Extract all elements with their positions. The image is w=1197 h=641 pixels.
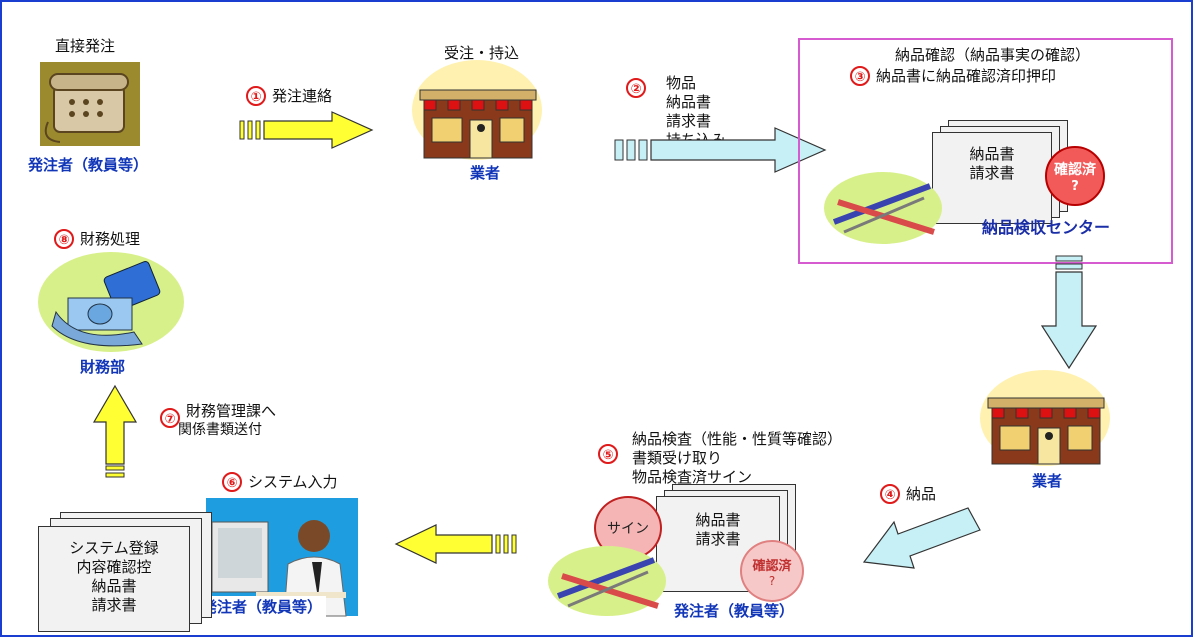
- step-8-text: 財務処理: [80, 229, 141, 248]
- step-7-label: ⑦ 財務管理課へ 関係書類送付: [160, 402, 276, 440]
- step-2-number: ②: [626, 78, 646, 98]
- finance-dept-label: 財務部: [80, 358, 126, 376]
- arrow-3-down-icon: [1040, 255, 1098, 370]
- step-7-number: ⑦: [160, 408, 180, 428]
- step-4-text: 納品: [906, 484, 937, 503]
- left-doc-line: 内容確認控: [76, 558, 152, 576]
- pencils-icon: [548, 546, 666, 616]
- orderer-pc-label: 発注者（教員等）: [198, 596, 327, 617]
- step-2-item: 請求書: [666, 112, 712, 130]
- arrow-7-up-icon: [92, 384, 138, 478]
- confirmed-stamp-mark: ?: [1071, 178, 1079, 194]
- step-6-text: システム入力: [248, 472, 338, 491]
- arrow-4-icon: [862, 507, 981, 569]
- step-7-lines: 財務管理課へ 関係書類送付: [178, 402, 277, 440]
- step-7-line: 関係書類送付: [178, 422, 262, 438]
- orderer-bottom-label: 発注者（教員等）: [674, 602, 795, 620]
- step-6-number: ⑥: [222, 472, 242, 492]
- step-5-label: ⑤ 納品検査（性能・性質等確認） 書類受け取り 物品検査済サイン: [598, 430, 842, 487]
- money-hand-icon: [38, 252, 184, 352]
- confirmed-stamp-text: 確認済: [752, 558, 792, 574]
- vendor-top-label: 業者: [470, 164, 501, 182]
- step-4-label: ④ 納品: [880, 484, 936, 504]
- arrow-2-icon: [614, 127, 827, 173]
- step-5-line: 納品検査（性能・性質等確認）: [632, 430, 843, 448]
- bottom-doc-line: 請求書: [695, 530, 741, 548]
- telephone-icon: [40, 62, 140, 146]
- step-6-label: ⑥ システム入力: [222, 472, 338, 492]
- center-name: 納品検収センター: [982, 218, 1111, 237]
- direct-order-label: 直接発注: [55, 37, 116, 55]
- left-doc-line: 納品書: [91, 577, 137, 595]
- step-2-item: 納品書: [666, 93, 712, 111]
- left-documents: システム登録 内容確認控 納品書 請求書: [38, 526, 190, 632]
- step-3-label: ③ 納品書に納品確認済印押印: [850, 66, 1056, 86]
- shop-icon: [402, 60, 552, 165]
- center-doc-line: 請求書: [969, 164, 1015, 182]
- confirmed-stamp-icon: 確認済 ?: [1045, 146, 1105, 206]
- step-2-item: 物品: [666, 74, 697, 92]
- step-4-number: ④: [880, 484, 900, 504]
- step-1-number: ①: [246, 86, 266, 106]
- confirmed-stamp-icon: 確認済 ?: [740, 540, 804, 602]
- step-5-line: 書類受け取り: [632, 449, 723, 467]
- sign-stamp-text: サイン: [607, 521, 649, 537]
- step-8-label: ⑧ 財務処理: [54, 229, 140, 249]
- confirmed-stamp-mark: ?: [768, 573, 776, 588]
- shop-icon: [970, 370, 1120, 470]
- step-3-number: ③: [850, 66, 870, 86]
- step-3-line1: 納品確認（納品事実の確認）: [895, 46, 1091, 64]
- step-1-label: ① 発注連絡: [246, 86, 332, 106]
- step-5-number: ⑤: [598, 444, 618, 464]
- pencils-icon: [824, 172, 942, 244]
- vendor-right-label: 業者: [1032, 472, 1063, 490]
- bottom-documents: 納品書 請求書: [656, 496, 780, 592]
- step-1-text: 発注連絡: [272, 86, 333, 105]
- step-7-line: 財務管理課へ: [186, 402, 277, 420]
- step-5-lines: 納品検査（性能・性質等確認） 書類受け取り 物品検査済サイン: [632, 430, 842, 487]
- step-3-line2: 納品書に納品確認済印押印: [876, 66, 1057, 85]
- left-doc-line: 請求書: [91, 596, 137, 614]
- step-8-number: ⑧: [54, 229, 74, 249]
- inspection-center-box: [798, 38, 1173, 264]
- confirmed-stamp-text: 確認済: [1054, 161, 1096, 178]
- step-5-line: 物品検査済サイン: [632, 468, 753, 486]
- receive-label: 受注・持込: [444, 44, 520, 62]
- center-doc-line: 納品書: [969, 145, 1015, 163]
- orderer-top-label: 発注者（教員等）: [28, 156, 149, 174]
- center-documents: 納品書 請求書: [932, 132, 1052, 224]
- bottom-doc-line: 納品書: [695, 511, 741, 529]
- arrow-5-icon: [394, 524, 517, 564]
- left-doc-line: システム登録: [69, 539, 159, 557]
- arrow-1-icon: [239, 111, 374, 149]
